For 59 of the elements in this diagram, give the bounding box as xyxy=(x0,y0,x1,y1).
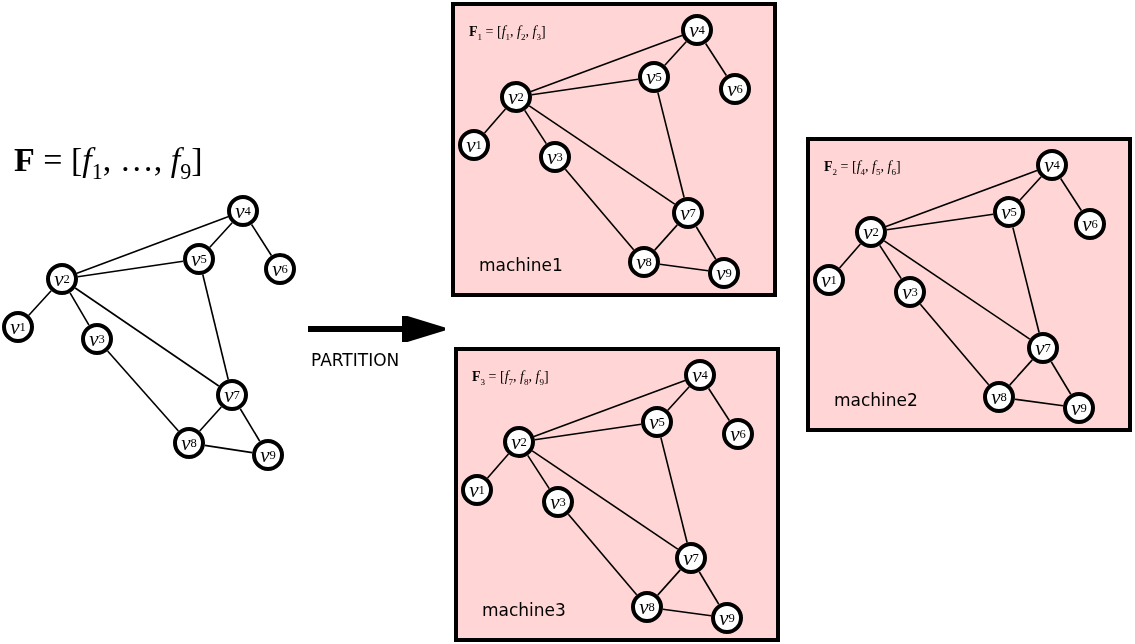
graph-edge xyxy=(74,287,220,387)
machine-label: machine1 xyxy=(479,255,563,275)
graph-edge xyxy=(198,406,223,432)
graph-edge xyxy=(528,105,676,205)
graph-edge xyxy=(885,169,1038,228)
graph-edge xyxy=(28,290,52,316)
graph-edge xyxy=(1014,398,1064,407)
graph-edge xyxy=(564,168,635,251)
formula-label: F$_{2}$ = [f$_{4}$, f$_{5}$, f$_{6}$] xyxy=(824,159,901,177)
graph-edge xyxy=(483,108,507,134)
graph-edge xyxy=(657,91,685,199)
graph-edge xyxy=(1008,359,1034,386)
graph-edge xyxy=(883,240,1031,340)
graph-edge xyxy=(664,41,687,66)
graph-edge xyxy=(656,569,682,596)
graph-edge xyxy=(239,407,261,443)
graph-edge xyxy=(653,224,679,251)
graph-edge xyxy=(886,213,994,231)
graph-edge xyxy=(69,292,90,326)
machine-panel xyxy=(451,2,777,297)
graph-edge xyxy=(1012,226,1040,334)
graph-edge xyxy=(523,109,548,145)
graph-edge xyxy=(486,453,510,479)
graph-edge xyxy=(209,222,233,248)
graph-edge xyxy=(531,78,639,96)
graph-edge xyxy=(704,42,728,77)
graph-edge xyxy=(204,444,253,454)
machine-label: machine3 xyxy=(482,600,566,620)
graph-edge xyxy=(77,260,184,278)
formula-label: F$_{1}$ = [f$_{1}$, f$_{2}$, f$_{3}$] xyxy=(469,24,546,42)
machine-panel xyxy=(454,347,780,642)
graph-edge xyxy=(695,225,717,261)
graph-edge xyxy=(567,513,638,596)
partition-label: PARTITION xyxy=(311,350,400,370)
graph-edge xyxy=(919,303,990,386)
machine-label: machine2 xyxy=(834,390,918,410)
graph-edge xyxy=(707,387,731,422)
graph-edge xyxy=(201,273,230,381)
graph-edge xyxy=(533,379,686,438)
graph-edge xyxy=(526,454,551,490)
graph-edge xyxy=(76,215,229,275)
graph-edge xyxy=(662,608,712,617)
graph-edge xyxy=(838,243,862,269)
formula-title: F = [f$_{1}$, …, f$_{9}$] xyxy=(14,141,203,185)
graph-edge xyxy=(1019,176,1042,201)
graph-edge xyxy=(1059,177,1083,212)
graph-edge xyxy=(250,223,273,257)
graph-edge xyxy=(534,423,642,441)
graph-edge xyxy=(531,450,679,550)
machine-panel xyxy=(806,137,1132,432)
graph-edge xyxy=(659,263,709,272)
graph-edge xyxy=(667,386,690,411)
graph-edge xyxy=(1050,360,1072,396)
formula-label: F$_{3}$ = [f$_{7}$, f$_{8}$, f$_{9}$] xyxy=(472,369,549,387)
graph-edge xyxy=(106,350,180,432)
graph-edge xyxy=(530,34,683,93)
graph-edge xyxy=(878,244,903,280)
graph-edge xyxy=(660,436,688,544)
graph-edge xyxy=(698,570,720,606)
